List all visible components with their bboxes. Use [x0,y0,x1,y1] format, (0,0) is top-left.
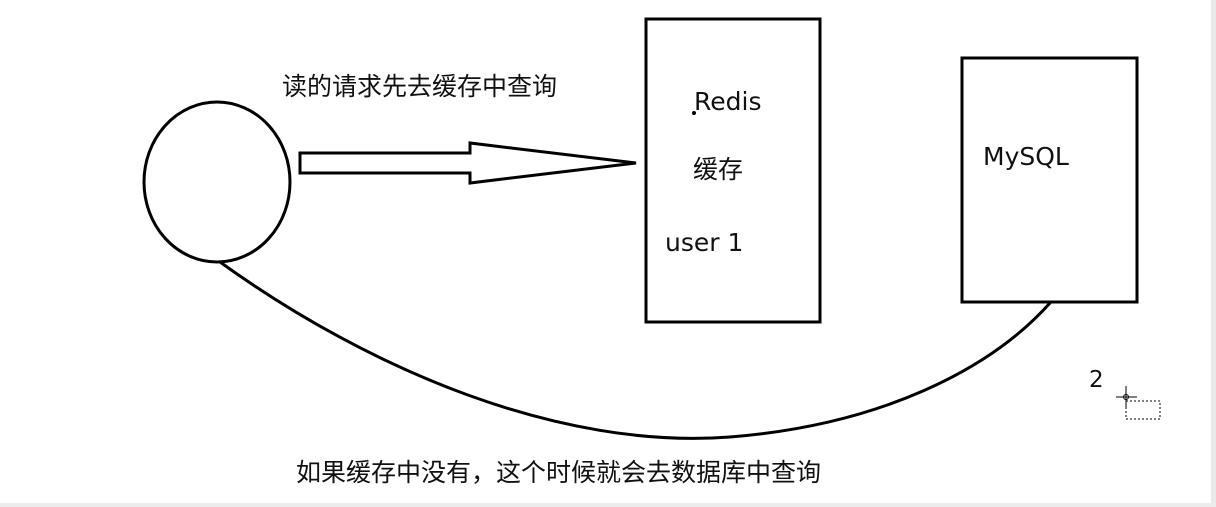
redis-cache-box [644,17,822,324]
redis-data-entry: user 1 [665,228,744,257]
step-number: 2 [1089,367,1104,393]
mysql-title: MySQL [983,142,1069,171]
fallback-curve [218,260,1052,440]
redis-subtitle: 缓存 [693,155,744,184]
read-request-caption: 读的请求先去缓存中查询 [282,72,558,101]
window-right-edge [1211,0,1216,507]
redis-title: Redis [694,87,762,116]
selection-marquee [1125,400,1161,420]
mysql-database-box [960,56,1139,304]
cursor-dot [692,111,696,115]
client-circle [142,100,292,264]
window-bottom-edge [0,503,1216,507]
cache-miss-caption: 如果缓存中没有，这个时候就会去数据库中查询 [296,458,822,487]
request-arrow [298,141,637,185]
